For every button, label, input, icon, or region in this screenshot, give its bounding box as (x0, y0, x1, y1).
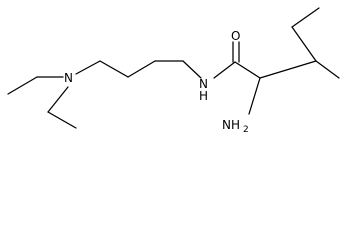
bond-c4-nh (182, 60, 202, 79)
bond-nh-carbonyl (213, 61, 236, 79)
bond-calpha-cbeta (259, 60, 317, 79)
atom-label-amino-n: NH (222, 118, 240, 132)
atom-label-amide-n: N (199, 77, 208, 91)
atom-label-amide-h: H (199, 89, 208, 103)
bond-n-ethyl2 (47, 86, 69, 113)
bond-carbonyl-calpha (234, 61, 261, 79)
bond-n-c1 (75, 60, 101, 75)
structure-canvas: N H N O NH 2 (7, 7, 340, 135)
bond-c1-c2 (99, 60, 129, 78)
atom-label-carbonyl-o: O (231, 29, 240, 43)
bond-ethyl-ch3 (291, 7, 320, 28)
bond-cbeta-methyl (315, 60, 340, 79)
bond-cbeta-ethyl (291, 26, 317, 62)
molecule-structure: N H N O NH 2 (7, 7, 340, 135)
atom-label-amino-subscript: 2 (243, 125, 249, 135)
bond-ethyl2-ch3 (47, 111, 77, 129)
bond-ethyl1-ch3 (7, 76, 38, 95)
bond-c2-c3 (127, 60, 156, 78)
bond-calpha-amino (248, 77, 261, 115)
atom-label-amine-n: N (64, 71, 73, 85)
